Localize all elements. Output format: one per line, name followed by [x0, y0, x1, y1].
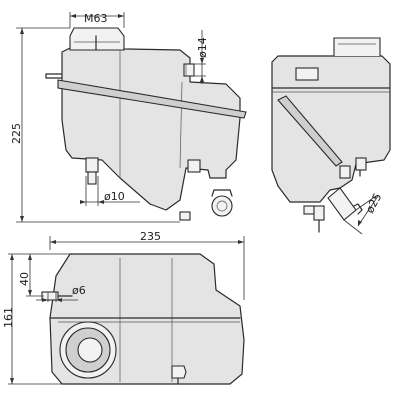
side-view: M63 ø14 225 ø10 — [10, 12, 247, 223]
dim-m63-label: M63 — [84, 12, 108, 25]
dim-40: 40 — [18, 254, 44, 297]
side-view-round-outlet — [211, 195, 233, 217]
end-view-tank-body — [271, 55, 391, 203]
dim-m63: M63 — [69, 12, 125, 28]
side-view-filler-neck — [69, 27, 125, 51]
end-view-diagonal-band — [277, 95, 343, 167]
dim-235-label: 235 — [140, 230, 161, 243]
dim-161: 161 — [2, 253, 70, 385]
dim-d10: ø10 — [80, 176, 140, 206]
end-view: ø25 — [271, 37, 391, 235]
dim-225: 225 — [10, 27, 180, 223]
side-view-diagonal-band — [57, 79, 247, 119]
side-view-port-d14 — [183, 63, 195, 77]
dim-d14-label: ø14 — [196, 37, 209, 58]
top-view: 235 161 40 ø6 — [2, 230, 245, 385]
dim-235: 235 — [49, 230, 245, 300]
dim-40-label: 40 — [18, 272, 31, 286]
side-view-tank-body — [61, 47, 241, 211]
dim-161-label: 161 — [2, 307, 15, 328]
dim-d25-label: ø25 — [363, 191, 384, 215]
dim-d10-label: ø10 — [104, 190, 125, 203]
end-view-outlet-d25 — [327, 187, 357, 221]
dim-225-label: 225 — [10, 123, 23, 144]
dim-d6-label: ø6 — [72, 284, 86, 297]
side-view-outlet-d10 — [85, 157, 99, 173]
dim-d14: ø14 — [184, 30, 209, 84]
end-view-filler-cap — [333, 37, 381, 56]
dim-d6: ø6 — [36, 284, 86, 302]
